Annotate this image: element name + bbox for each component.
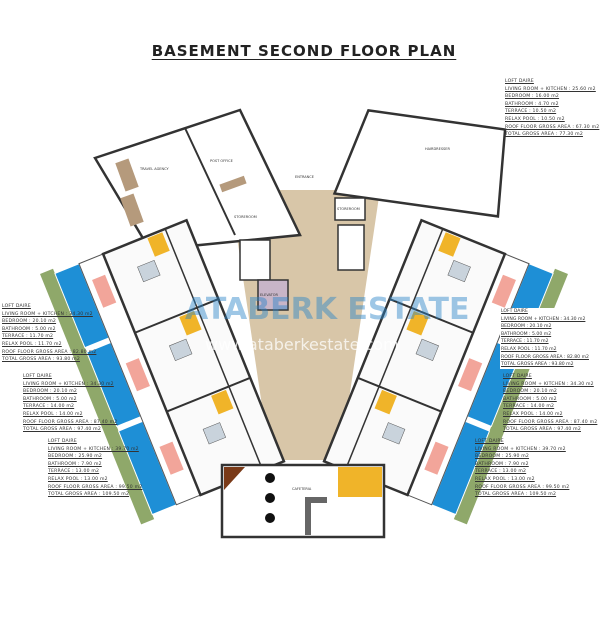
room-label-hairdresser: HAIRDRESSER bbox=[425, 147, 450, 151]
page-title: BASEMENT SECOND FLOOR PLAN bbox=[151, 42, 457, 60]
room-label-elevator: ELEVATOR bbox=[260, 293, 279, 297]
stair bbox=[338, 467, 382, 497]
room-label-cafeteria: CAFETERIA bbox=[292, 487, 312, 491]
room-label-entrance: ENTRANCE bbox=[295, 175, 314, 179]
room-label-post-office: POST OFFICE bbox=[210, 159, 233, 163]
watermark-brand: ATABERK ESTATE bbox=[185, 292, 470, 327]
watermark-url: www.ataberkestate.com bbox=[205, 335, 399, 354]
stair-core bbox=[337, 224, 365, 271]
elevator bbox=[257, 279, 289, 311]
room-label-travel-agency: TRAVEL AGENCY bbox=[139, 167, 170, 171]
room-label-storeroom: STOREROOM bbox=[234, 215, 257, 219]
hairdresser-block bbox=[332, 108, 507, 218]
room-label-storeroom-right: STOREROOM bbox=[337, 207, 360, 211]
stair-core bbox=[239, 239, 271, 281]
